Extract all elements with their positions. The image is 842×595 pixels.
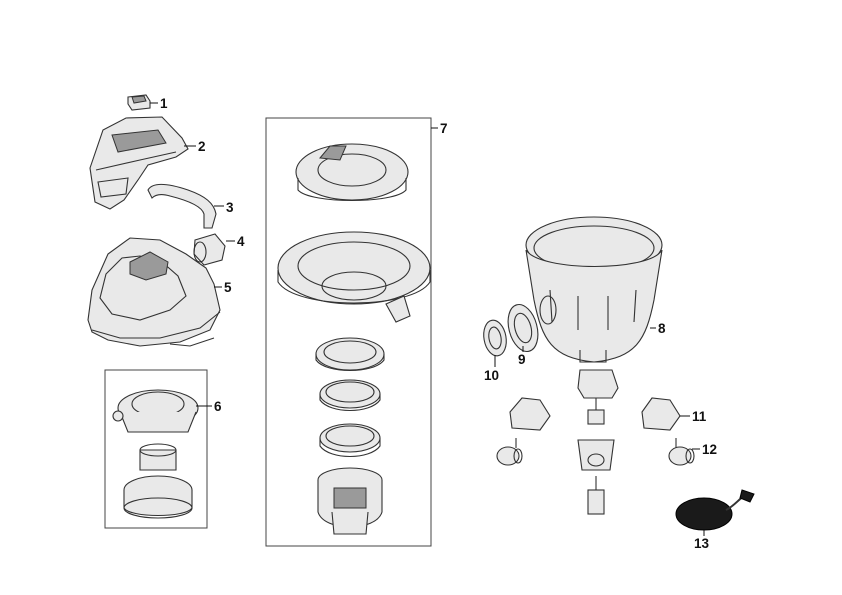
callout-12: 12 [702, 442, 717, 457]
callout-4: 4 [237, 234, 245, 249]
callout-2: 2 [198, 139, 206, 154]
callout-5: 5 [224, 280, 232, 295]
part-10-coupling: 10 [483, 319, 507, 383]
group-box-7 [265, 117, 432, 547]
part-1-switch: 1 [127, 94, 168, 111]
callout-7: 7 [440, 121, 448, 136]
callout-1: 1 [160, 96, 168, 111]
part-4-hose-connector: 4 [193, 233, 245, 266]
part-12-casters: 12 [496, 398, 717, 515]
callout-10: 10 [484, 368, 499, 383]
callout-3: 3 [226, 200, 234, 215]
callout-6: 6 [214, 399, 222, 414]
part-11-caster-holders: 11 [509, 369, 707, 471]
part-9-ring: 9 [507, 303, 539, 367]
callout-9: 9 [518, 352, 526, 367]
part-2-top-cover: 2 [89, 116, 206, 210]
callout-8: 8 [658, 321, 666, 336]
part-5-motor-head: 5 [87, 237, 232, 347]
part-6-motor-assembly: 6 [112, 389, 222, 519]
callout-11: 11 [692, 409, 707, 424]
group-box-6 [104, 369, 208, 529]
callout-13: 13 [694, 536, 710, 551]
part-7-filter-stack [277, 143, 431, 535]
part-8-tank: 8 [525, 216, 666, 363]
part-3-handle: 3 [147, 183, 234, 229]
part-13-power-cord: 13 [675, 489, 755, 551]
